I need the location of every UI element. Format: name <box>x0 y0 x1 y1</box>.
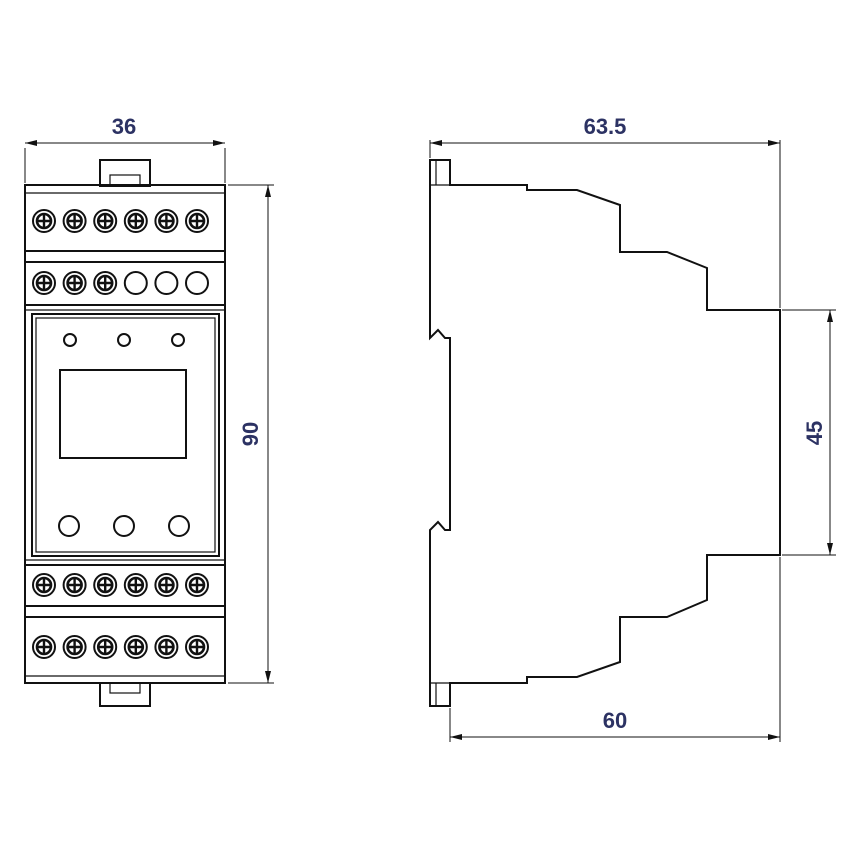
terminal-hole-icon <box>154 271 179 295</box>
screw-slot-icon <box>129 215 142 227</box>
screw-head-icon <box>188 212 206 230</box>
terminal-hole-icon <box>123 271 148 295</box>
terminal-screw-icon <box>62 635 87 659</box>
screw-slot-icon <box>129 579 142 591</box>
screw-slot-icon <box>68 579 81 591</box>
terminal-screw-icon <box>123 635 148 659</box>
screw-head-icon <box>35 638 53 656</box>
front-panel <box>31 313 220 557</box>
screw-slot-icon <box>68 277 81 289</box>
terminal-block-top-1 <box>25 192 225 252</box>
bottom-din-clip <box>99 682 151 707</box>
terminal-screw-icon <box>93 271 118 295</box>
screw-head-icon <box>96 212 114 230</box>
terminal-screw-icon <box>123 573 148 597</box>
terminal-screw-icon <box>185 635 209 659</box>
screw-head-icon <box>96 576 114 594</box>
side-profile <box>429 159 781 707</box>
front-view <box>24 159 226 707</box>
top-din-clip <box>99 159 151 187</box>
screw-slot-icon <box>99 641 112 653</box>
screw-slot-icon <box>99 215 112 227</box>
side-view <box>429 159 781 707</box>
screw-head-icon <box>127 212 145 230</box>
terminal-block-top-2 <box>25 261 225 306</box>
terminal-hole-icon <box>185 271 209 295</box>
screw-slot-icon <box>160 215 173 227</box>
led-indicator-3 <box>171 333 185 347</box>
terminal-screw-icon <box>62 209 87 233</box>
screw-slot-icon <box>160 579 173 591</box>
terminal-screw-icon <box>62 271 87 295</box>
screw-slot-icon <box>38 215 50 227</box>
terminal-block-bottom-2 <box>25 616 225 677</box>
led-indicator-1 <box>63 333 77 347</box>
screw-slot-icon <box>38 641 50 653</box>
side-body-depth-label: 60 <box>603 708 627 733</box>
button-1 <box>58 515 80 537</box>
terminal-screw-icon <box>62 573 87 597</box>
terminal-screw-icon <box>154 573 179 597</box>
front-panel-inner <box>35 317 216 553</box>
screw-head-icon <box>96 638 114 656</box>
terminal-screw-icon <box>32 573 56 597</box>
side-front-height-label: 45 <box>802 421 827 445</box>
terminal-screw-icon <box>154 635 179 659</box>
screw-head-icon <box>158 212 175 230</box>
terminal-screw-icon <box>123 209 148 233</box>
front-height-label: 90 <box>238 422 263 446</box>
terminal-screw-icon <box>32 271 56 295</box>
front-height-dimension: 90 <box>228 184 274 684</box>
screw-slot-icon <box>68 215 81 227</box>
button-3 <box>168 515 190 537</box>
screw-slot-icon <box>99 579 112 591</box>
front-width-dimension: 36 <box>24 114 226 183</box>
screw-head-icon <box>188 576 206 594</box>
screw-slot-icon <box>38 579 50 591</box>
display-window <box>59 369 187 459</box>
screw-head-icon <box>66 212 83 230</box>
screw-slot-icon <box>68 641 81 653</box>
screw-slot-icon <box>99 277 112 289</box>
terminal-screw-icon <box>32 635 56 659</box>
screw-slot-icon <box>191 641 203 653</box>
front-housing <box>24 184 226 684</box>
screw-head-icon <box>158 576 175 594</box>
screw-head-icon <box>35 212 53 230</box>
terminal-screw-icon <box>93 209 118 233</box>
screw-head-icon <box>127 638 145 656</box>
terminal-block-bottom-1 <box>25 564 225 607</box>
screw-head-icon <box>127 576 145 594</box>
button-2 <box>113 515 135 537</box>
side-depth-label: 63.5 <box>584 114 627 139</box>
screw-head-icon <box>158 638 175 656</box>
screw-slot-icon <box>191 579 203 591</box>
screw-head-icon <box>188 638 206 656</box>
terminal-screw-icon <box>93 635 118 659</box>
terminal-screw-icon <box>32 209 56 233</box>
terminal-screw-icon <box>185 573 209 597</box>
terminal-screw-icon <box>185 209 209 233</box>
terminal-screw-icon <box>93 573 118 597</box>
screw-head-icon <box>35 274 53 292</box>
screw-head-icon <box>35 576 53 594</box>
side-depth-dimension: 63.5 <box>429 114 781 308</box>
screw-slot-icon <box>38 277 50 289</box>
screw-head-icon <box>96 274 114 292</box>
screw-head-icon <box>66 638 83 656</box>
screw-slot-icon <box>191 215 203 227</box>
side-front-height-dimension: 45 <box>782 309 836 556</box>
screw-head-icon <box>66 576 83 594</box>
screw-slot-icon <box>160 641 173 653</box>
led-indicator-2 <box>117 333 131 347</box>
front-width-label: 36 <box>112 114 136 139</box>
terminal-screw-icon <box>154 209 179 233</box>
screw-head-icon <box>66 274 83 292</box>
screw-slot-icon <box>129 641 142 653</box>
side-body-depth-dimension: 60 <box>449 557 781 742</box>
